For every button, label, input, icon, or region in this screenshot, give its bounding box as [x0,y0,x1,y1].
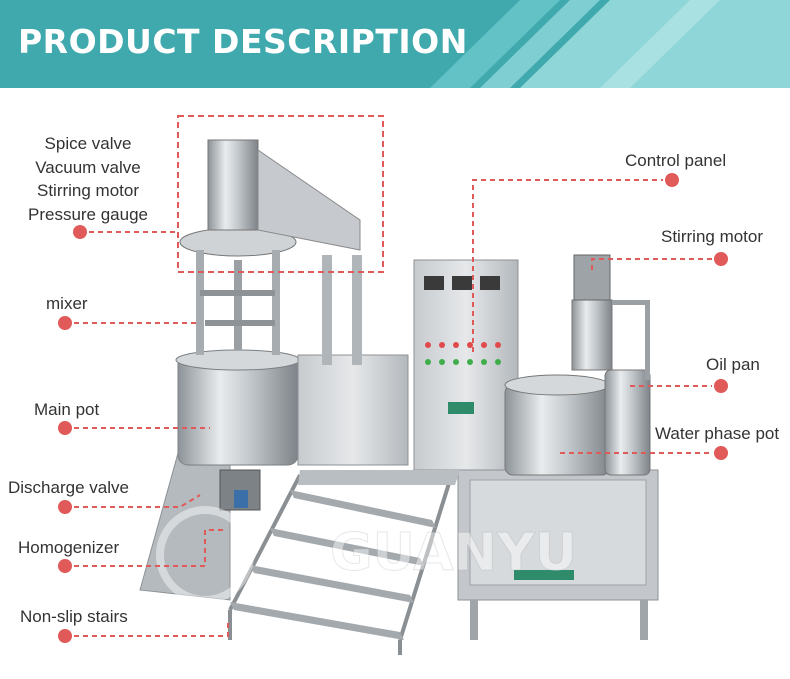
label-stirring-motor-left: Stirring motor [36,181,140,200]
marker-dot [663,171,681,189]
highlight-box [177,115,384,273]
label-spice-valve: Spice valve [44,134,132,153]
label-main-pot: Main pot [34,400,100,419]
label-vacuum-valve: Vacuum valve [35,157,141,177]
label-discharge-valve: Discharge valve [8,478,129,497]
label-pressure-gauge: Pressure gauge [27,204,149,224]
label-oil-pan: Oil pan [706,355,760,374]
banner-title: PRODUCT DESCRIPTION [18,22,468,61]
marker-dot [56,498,74,516]
label-non-slip-stairs: Non-slip stairs [20,607,128,626]
stairs [228,474,452,655]
marker-dot [71,223,89,241]
oil-pan-tank [604,369,651,476]
marker-dot [56,419,74,437]
banner-stripes [430,0,790,88]
water-phase-pot-tank [504,384,611,476]
marker-dot [712,377,730,395]
label-control-panel: Control panel [625,151,727,170]
header-banner: PRODUCT DESCRIPTION [0,0,790,88]
marker-dot [712,250,730,268]
label-mixer: mixer [46,294,88,313]
label-stirring-motor-right: Stirring motor [661,227,764,246]
control-cabinet [413,259,519,471]
label-water-phase-pot: Water phase pot [655,424,780,443]
label-homogenizer: Homogenizer [18,538,120,557]
marker-dot [712,444,730,462]
top-left-label-stack: Spice valve Vacuum valve Stirring motor … [10,132,166,226]
marker-dot [56,627,74,645]
main-pot-tank [177,354,299,466]
marker-dot [56,557,74,575]
watermark: GUANYU [330,523,577,583]
marker-dot [56,314,74,332]
